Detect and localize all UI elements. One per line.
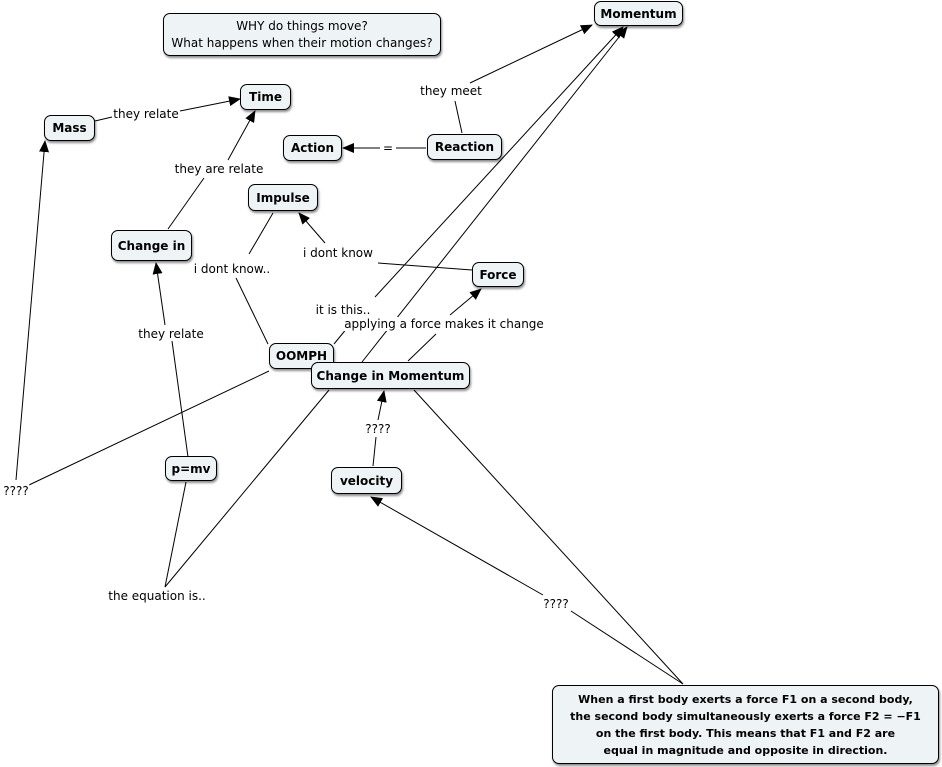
concept-newton-third-law[interactable]: When a first body exerts a force F1 on a… bbox=[552, 685, 939, 764]
concept-force[interactable]: Force bbox=[472, 262, 524, 287]
link-label-i-dont-know: i dont know bbox=[302, 246, 374, 260]
focus-question-box[interactable]: WHY do things move? What happens when th… bbox=[163, 13, 441, 56]
concept-change-in[interactable]: Change in bbox=[111, 230, 192, 261]
link-label-applying-force: applying a force makes it change bbox=[343, 317, 545, 331]
link-label-they-relate-top: they relate bbox=[112, 107, 180, 121]
link-label-qmarks-mid: ???? bbox=[364, 422, 392, 436]
concept-impulse[interactable]: Impulse bbox=[248, 184, 318, 211]
link-label-the-equation-is: the equation is.. bbox=[107, 589, 207, 603]
concept-time[interactable]: Time bbox=[240, 84, 291, 110]
link-label-they-meet: they meet bbox=[419, 84, 483, 98]
link-label-i-dont-know-dots: i dont know.. bbox=[192, 262, 272, 276]
concept-reaction[interactable]: Reaction bbox=[427, 134, 502, 160]
link-label-they-are-relate: they are relate bbox=[173, 162, 265, 176]
concept-velocity[interactable]: velocity bbox=[331, 467, 402, 494]
link-label-equals: = bbox=[381, 141, 395, 155]
link-label-qmarks-bottom: ???? bbox=[542, 597, 570, 611]
concept-mass[interactable]: Mass bbox=[44, 115, 95, 141]
concept-action[interactable]: Action bbox=[283, 135, 342, 161]
link-label-they-relate-mid: they relate bbox=[137, 327, 205, 341]
concept-change-in-momentum[interactable]: Change in Momentum bbox=[311, 362, 470, 389]
concept-p-equals-mv[interactable]: p=mv bbox=[165, 456, 217, 481]
link-label-qmarks-left: ???? bbox=[2, 484, 30, 498]
link-label-it-is-this: it is this.. bbox=[314, 303, 372, 317]
concept-momentum[interactable]: Momentum bbox=[594, 1, 683, 26]
